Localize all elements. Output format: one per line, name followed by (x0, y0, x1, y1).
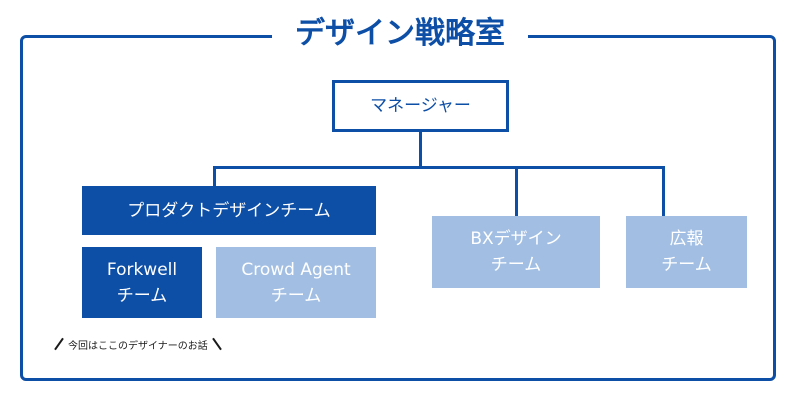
node-crowd-agent-team: Crowd Agent チーム (216, 247, 376, 318)
node-bx-line2: チーム (490, 255, 542, 275)
node-forkwell-team: Forkwell チーム (82, 247, 202, 318)
node-manager: マネージャー (332, 80, 509, 132)
node-pr-line2: チーム (661, 255, 712, 275)
node-bx-line1: BXデザイン (470, 229, 562, 249)
annotation-text: 今回はここのデザイナーのお話 (68, 340, 208, 352)
connector-bx (515, 166, 518, 217)
diagram-title: デザイン戦略室 (272, 14, 528, 54)
connector-pr (662, 166, 665, 217)
connector-horizontal (213, 166, 665, 169)
node-pr-line1: 広報 (669, 229, 704, 249)
node-pr-team: 広報 チーム (626, 216, 747, 288)
node-crowd-agent-line2: チーム (270, 285, 322, 306)
node-product-design-team: プロダクトデザインチーム (82, 186, 376, 235)
node-forkwell-line1: Forkwell (106, 259, 178, 280)
connector-product (213, 166, 216, 187)
node-forkwell-line2: チーム (116, 285, 168, 306)
node-bx-design-team: BXデザイン チーム (432, 216, 600, 288)
connector-manager-down (419, 132, 422, 168)
node-crowd-agent-line1: Crowd Agent (241, 259, 351, 280)
annotation-note: 今回はここのデザイナーのお話 (54, 334, 222, 354)
